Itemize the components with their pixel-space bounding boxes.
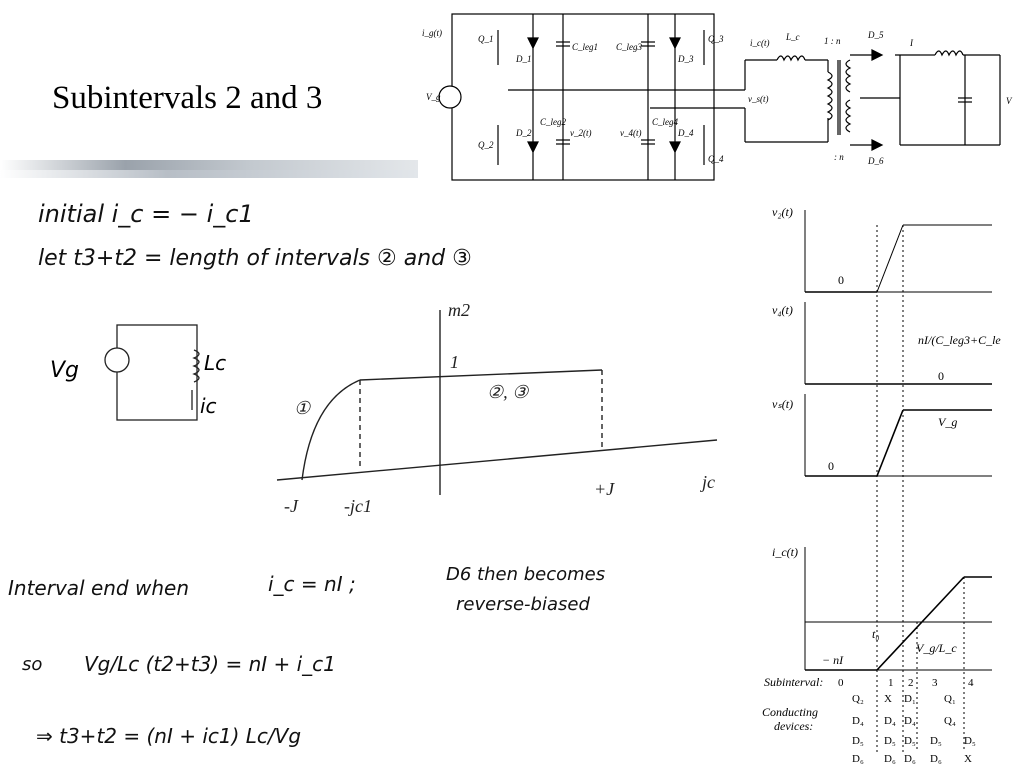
waveform-ic-slope: V_g/L_c [916, 641, 957, 655]
svg-text:D_6: D_6 [867, 156, 884, 166]
svg-text:D_3: D_3 [677, 54, 694, 64]
table-header-subinterval: Subinterval: [764, 675, 823, 689]
svg-text:D₅: D₅ [852, 735, 864, 747]
svg-text:C_leg1: C_leg1 [572, 42, 598, 52]
svg-text:D₆: D₆ [884, 753, 896, 765]
svg-text:v_2(t): v_2(t) [570, 128, 592, 138]
svg-text:C_leg2: C_leg2 [540, 117, 566, 127]
waveform-v2-label: v₂(t) [772, 205, 793, 219]
svg-text:1 : n: 1 : n [824, 36, 841, 46]
waveform-v4-zero: 0 [938, 369, 944, 383]
graph-one-label: 1 [450, 352, 459, 372]
slide-title: Subintervals 2 and 3 [52, 80, 323, 116]
svg-text:X: X [884, 693, 892, 705]
waveform-v4-label: v₄(t) [772, 303, 793, 317]
waveform-vs-value: V_g [938, 415, 957, 429]
svg-text:Q_2: Q_2 [478, 140, 494, 150]
title-underline-bar-lower [0, 170, 418, 178]
svg-text:Q_3: Q_3 [708, 34, 724, 44]
handwritten-circuit-sketch: Vg Lc ic [42, 315, 250, 433]
waveform-v4-value: nI/(C_leg3+C_le [918, 333, 1001, 347]
svg-text:Q₁: Q₁ [944, 693, 956, 705]
svg-text:D₅: D₅ [930, 735, 942, 747]
note-ic-nI: i_c = nI ; [268, 572, 356, 596]
svg-text:i_c(t): i_c(t) [750, 38, 770, 48]
svg-text:3: 3 [932, 677, 938, 689]
note-equation-2: ⇒ t3+t2 = (nI + ic1) Lc/Vg [36, 724, 302, 748]
svg-text:D₅: D₅ [904, 735, 916, 747]
svg-text:D₅: D₅ [964, 735, 976, 747]
sketch-circuit-svg: Vg Lc ic [50, 324, 226, 421]
svg-text:Q_4: Q_4 [708, 154, 724, 164]
svg-text:: n: : n [834, 152, 844, 162]
sketch-ic-label: ic [200, 394, 217, 418]
svg-text:D₁: D₁ [904, 693, 916, 705]
note-equation-1: Vg/Lc (t2+t3) = nI + i_c1 [84, 652, 336, 676]
svg-text:V_g: V_g [426, 92, 441, 102]
svg-text:4: 4 [968, 677, 974, 689]
svg-text:C_leg3: C_leg3 [616, 42, 642, 52]
table-conducting: Conducting [762, 705, 818, 719]
svg-text:D_5: D_5 [867, 30, 884, 40]
svg-text:D_4: D_4 [677, 128, 694, 138]
svg-text:D₅: D₅ [884, 735, 896, 747]
waveform-plots: v₂(t) 0 v₄(t) nI/(C_leg3+C_le 0 vₛ(t) V_… [762, 205, 1001, 765]
svg-text:D₄: D₄ [884, 715, 896, 727]
svg-text:2: 2 [908, 677, 914, 689]
graph-label-23: ②, ③ [487, 382, 529, 402]
svg-text:i_g(t): i_g(t) [422, 28, 442, 38]
svg-text:D₆: D₆ [930, 753, 942, 765]
svg-text:I: I [909, 38, 914, 48]
svg-text:D₄: D₄ [904, 715, 916, 727]
note-interval-end: Interval end when [8, 576, 189, 600]
svg-text:D_1: D_1 [515, 54, 532, 64]
svg-text:v_s(t): v_s(t) [748, 94, 769, 104]
graph-m2-label: m2 [448, 300, 470, 320]
svg-text:D₄: D₄ [852, 715, 864, 727]
graph-negj-label: -J [284, 496, 299, 516]
svg-text:Q₄: Q₄ [944, 715, 956, 727]
graph-posj-label: +J [594, 479, 615, 499]
handwritten-note-top: initial i_c = − i_c1 let t3+t2 = length … [0, 188, 556, 288]
handwritten-graph: m2 1 ① ②, ③ jc -J -jc1 +J [272, 290, 744, 520]
waveform-ic-t0: t₀ [872, 627, 880, 641]
waveform-vs-zero: 0 [828, 459, 834, 473]
svg-text:X: X [964, 753, 972, 765]
svg-text:L_c: L_c [785, 32, 800, 42]
svg-text:Q₂: Q₂ [852, 693, 864, 705]
svg-text:v_4(t): v_4(t) [620, 128, 642, 138]
svg-text:D₆: D₆ [904, 753, 916, 765]
svg-text:0: 0 [838, 677, 844, 689]
svg-text:1: 1 [888, 677, 894, 689]
note-let-line: let t3+t2 = length of intervals ② and ③ [38, 246, 472, 271]
sketch-vg-label: Vg [50, 358, 79, 383]
svg-text:Q_1: Q_1 [478, 34, 494, 44]
graph-label-1: ① [294, 398, 311, 418]
handwritten-note-bottom: Interval end when i_c = nI ; D6 then bec… [0, 556, 632, 768]
sketch-graph-svg: m2 1 ① ②, ③ jc -J -jc1 +J [276, 300, 718, 516]
converter-circuit-diagram: i_g(t) V_g Q_1 Q_2 Q_3 Q_4 D_1 D_2 D_3 D… [422, 13, 1013, 181]
note-initial-line: initial i_c = − i_c1 [38, 200, 254, 228]
svg-text:C_leg4: C_leg4 [652, 117, 678, 127]
table-devices: devices: [774, 719, 813, 733]
sketch-lc-label: Lc [204, 351, 226, 375]
waveform-vs-label: vₛ(t) [772, 397, 793, 411]
svg-text:D₆: D₆ [852, 753, 864, 765]
note-reverse-biased: reverse-biased [456, 594, 590, 615]
waveform-v2-zero: 0 [838, 273, 844, 287]
note-so: so [22, 654, 43, 675]
graph-jc-label: jc [700, 472, 715, 492]
svg-text:V: V [1006, 96, 1013, 106]
waveform-ic-label: i_c(t) [772, 545, 798, 559]
waveform-ic-neg: − nI [822, 653, 844, 667]
svg-text:D_2: D_2 [515, 128, 532, 138]
note-d6-becomes: D6 then becomes [446, 564, 606, 585]
graph-negjc1-label: -jc1 [344, 496, 372, 516]
